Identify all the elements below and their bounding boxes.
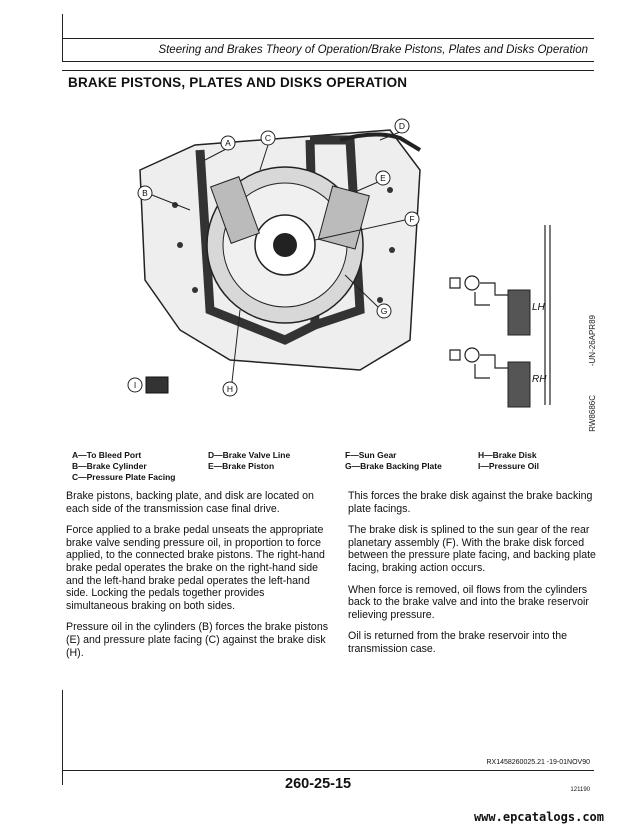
legend-col-1: A—To Bleed Port B—Brake Cylinder C—Press… (72, 450, 175, 483)
body-right-column: This forces the brake disk against the b… (348, 490, 610, 665)
document-code: RX1458260025.21 -19-01NOV90 (486, 759, 590, 766)
margin-line-bottom (62, 690, 63, 785)
paragraph: Force applied to a brake pedal unseats t… (66, 524, 325, 612)
paragraph: When force is removed, oil flows from th… (348, 583, 589, 621)
section-rule (62, 70, 594, 71)
legend-f: F—Sun Gear (345, 450, 397, 460)
legend-col-3: F—Sun Gear G—Brake Backing Plate (345, 450, 442, 472)
legend-h: H—Brake Disk (478, 450, 537, 460)
paragraph: Oil is returned from the brake reservoir… (348, 630, 568, 655)
schematic-rh: RH (532, 374, 547, 385)
watermark: www.epcatalogs.com (473, 810, 604, 824)
callout-e: E (380, 173, 386, 183)
legend-b: B—Brake Cylinder (72, 461, 147, 471)
paragraph: This forces the brake disk against the b… (348, 490, 593, 515)
date-code: 121190 (570, 787, 590, 793)
callout-b: B (142, 188, 148, 198)
callout-h: H (227, 384, 233, 394)
legend-col-4: H—Brake Disk I—Pressure Oil (478, 450, 539, 472)
section-title: BRAKE PISTONS, PLATES AND DISKS OPERATIO… (68, 75, 408, 90)
body-left-column: Brake pistons, backing plate, and disk a… (66, 490, 328, 668)
callout-i: I (134, 380, 136, 390)
brake-figure: A B C D E F G H I (100, 110, 580, 415)
paragraph: Pressure oil in the cylinders (B) forces… (66, 621, 329, 659)
callout-c: C (265, 133, 271, 143)
header-title: Steering and Brakes Theory of Operation/… (158, 44, 588, 56)
callout-d: D (399, 121, 405, 131)
legend-d: D—Brake Valve Line (208, 450, 291, 460)
footer-rule (62, 770, 594, 771)
paragraph: The brake disk is splined to the sun gea… (348, 524, 596, 574)
figure-code-upper: -UN-26APR89 (588, 315, 597, 367)
brake-illustration: A B C D E F G H I (127, 118, 551, 408)
page-header: Steering and Brakes Theory of Operation/… (62, 38, 594, 62)
legend-g: G—Brake Backing Plate (345, 461, 442, 471)
callout-g: G (381, 306, 388, 316)
figure-code-lower: RW8686C (588, 395, 597, 432)
legend-i: I—Pressure Oil (478, 461, 539, 471)
legend-c: C—Pressure Plate Facing (72, 472, 176, 482)
callout-a: A (225, 138, 231, 148)
schematic-lh: LH (532, 302, 546, 313)
legend-e: E—Brake Piston (208, 461, 275, 471)
callout-f: F (409, 214, 414, 224)
page-number: 260-25-15 (285, 776, 352, 792)
paragraph: Brake pistons, backing plate, and disk a… (66, 490, 314, 515)
legend-col-2: D—Brake Valve Line E—Brake Piston (208, 450, 290, 472)
legend-a: A—To Bleed Port (72, 450, 142, 460)
pressure-oil-swatch (145, 376, 169, 394)
